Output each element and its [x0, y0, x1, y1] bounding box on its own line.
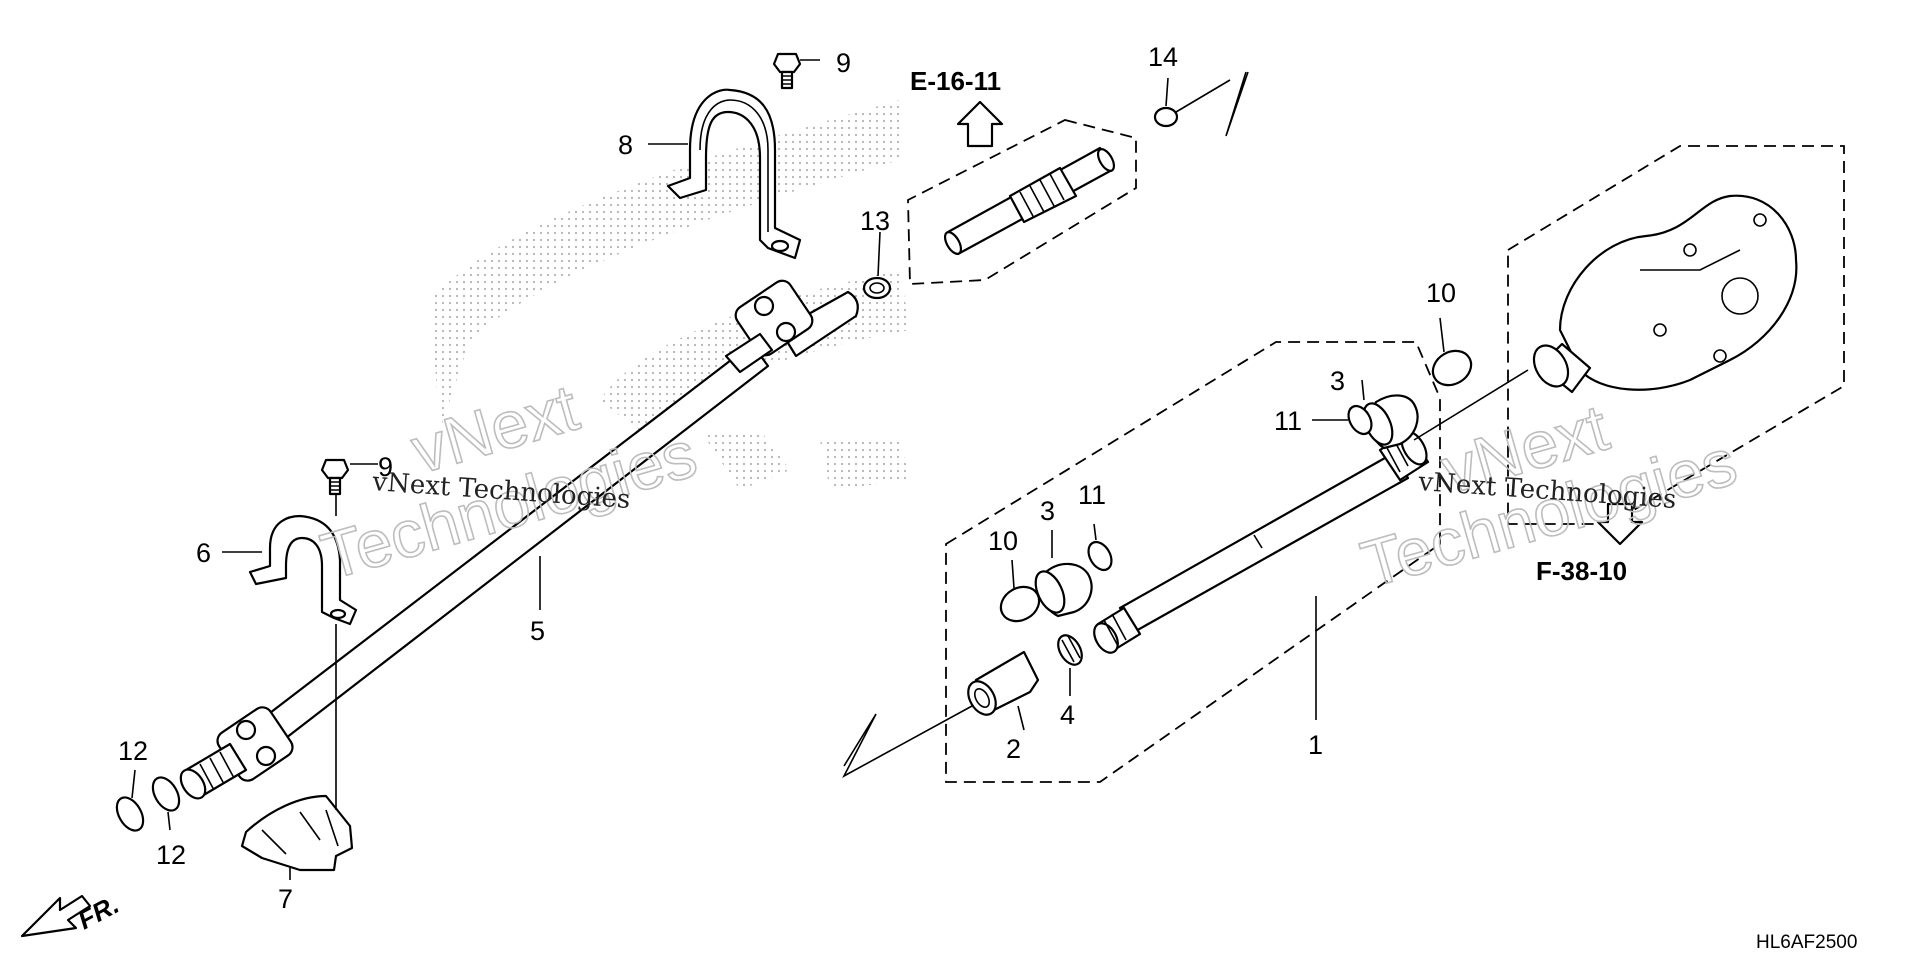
callout-11-lower: 11	[1078, 480, 1106, 510]
bearing-clamp-part-6	[248, 514, 358, 626]
callout-4: 4	[1060, 700, 1075, 730]
e-16-11-section	[907, 119, 1137, 285]
seal-part-13	[862, 276, 892, 300]
callout-2: 2	[1006, 734, 1021, 764]
callout-3-upper: 3	[1330, 366, 1345, 396]
o-ring-part-12-a	[115, 796, 145, 832]
callout-numbers: 9 8 9 6 5 13 14 12 12 7 10 3 11 11 3 10 …	[118, 42, 1456, 914]
bearing-bracket-part-8	[666, 88, 802, 260]
reference-down-arrow	[1596, 502, 1644, 546]
callout-7: 7	[278, 884, 293, 914]
callout-10-upper: 10	[1426, 278, 1456, 308]
diagram-code: HL6AF2500	[1756, 932, 1857, 953]
seal-part-14	[1153, 106, 1179, 128]
o-ring-part-11-upper	[1347, 404, 1373, 436]
callout-12-lower: 12	[156, 840, 186, 870]
bolt-part-9-upper	[772, 52, 802, 90]
callout-11-upper: 11	[1274, 406, 1302, 436]
o-ring-part-10-upper	[1431, 349, 1473, 387]
callout-10-lower: 10	[988, 526, 1018, 556]
rear-differential-section	[1507, 145, 1845, 525]
o-ring-part-11-lower	[1087, 540, 1113, 572]
spring-part-4	[1057, 634, 1083, 666]
o-ring-part-12-b	[151, 776, 181, 812]
callout-1: 1	[1308, 730, 1323, 760]
callout-13: 13	[860, 206, 890, 236]
reference-up-arrow	[956, 100, 1004, 148]
bolt-part-9-lower	[320, 458, 350, 496]
callout-9-lower: 9	[378, 452, 393, 482]
propeller-shaft-part-5	[179, 279, 859, 800]
callout-8: 8	[618, 130, 633, 160]
leader-lines	[131, 59, 1445, 880]
mounting-rubber-part-7	[240, 794, 354, 872]
callout-6: 6	[196, 538, 211, 568]
reference-f-38-10[interactable]: F-38-10	[1536, 556, 1627, 586]
callout-14: 14	[1148, 42, 1178, 72]
callout-12-upper: 12	[118, 736, 148, 766]
callout-9-upper: 9	[836, 48, 851, 78]
boot-part-3-lower	[1034, 562, 1093, 618]
o-ring-part-10-lower	[999, 585, 1041, 623]
callout-5: 5	[530, 616, 545, 646]
dust-cover-part-2	[967, 650, 1040, 716]
rear-universal-joint	[724, 279, 814, 374]
callout-3-lower: 3	[1040, 496, 1055, 526]
reference-e-16-11[interactable]: E-16-11	[910, 66, 1001, 96]
front-universal-joint	[179, 706, 294, 800]
front-direction-indicator: FR.	[20, 889, 124, 938]
